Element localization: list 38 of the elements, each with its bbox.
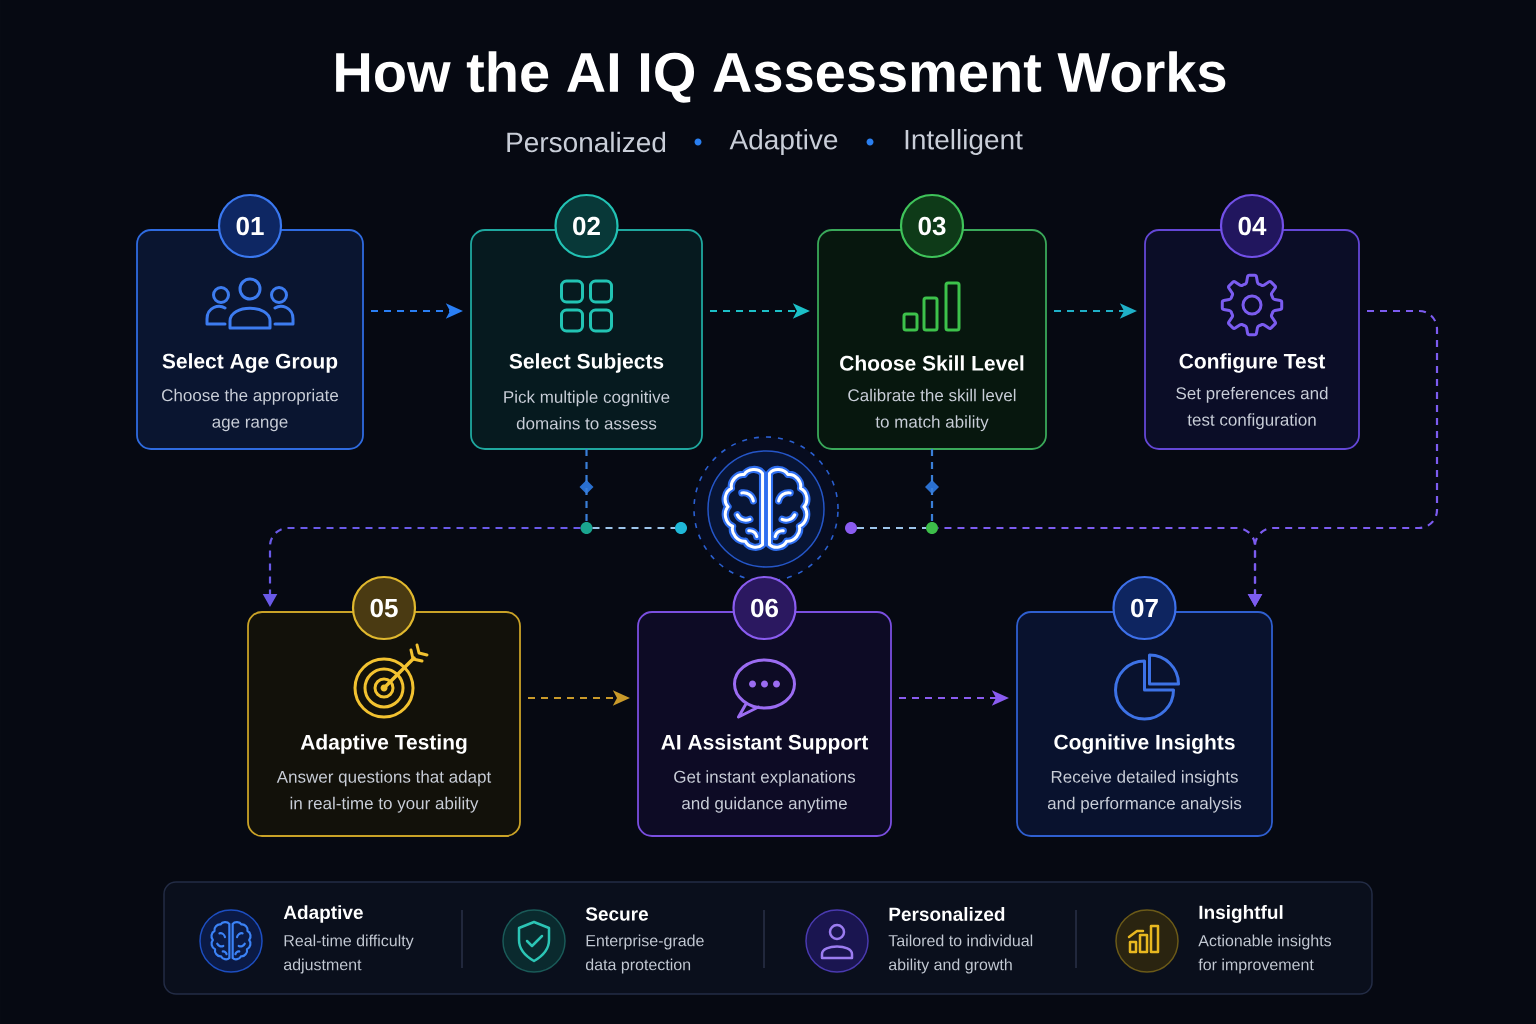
subtitle-text: Intelligent <box>905 128 1023 156</box>
number-badge: 03 <box>899 193 965 259</box>
feature-title: Secure <box>585 907 648 921</box>
number-badge: 07 <box>1112 575 1177 641</box>
step-description: Calibrate the skill level to match ability <box>848 388 1016 432</box>
step-description: Pick multiple cognitive domains to assess <box>504 390 670 430</box>
dashed-connector <box>930 449 934 522</box>
feature-description: Real-time difficulty adjustment <box>283 934 414 974</box>
step-title: Cognitive Insights <box>1054 734 1235 754</box>
step-title: Select Age Group <box>162 353 338 373</box>
step-description: Get instant explanations and guidance anytime <box>674 770 856 813</box>
number-badge: 05 <box>351 575 417 641</box>
step-description: Answer questions that adapt in real-time to your ability <box>276 770 492 813</box>
feature-title: Insightful <box>1199 905 1283 923</box>
step-title: Choose Skill Level <box>840 355 1024 371</box>
step-title: Configure Test <box>1179 353 1326 373</box>
number-badge: 06 <box>732 575 797 641</box>
step-description: Receive detailed insights and performance analysis <box>1047 770 1242 813</box>
number-badge: 01 <box>217 193 283 259</box>
number-badge: 02 <box>554 193 619 259</box>
dashed-connector <box>857 526 926 530</box>
title: How the AI IQ Assessment Works <box>336 51 1226 103</box>
step-title: AI Assistant Support <box>661 734 869 754</box>
step-title: Select Subjects <box>509 353 664 373</box>
step-description: Set preferences and test configuration <box>1176 386 1328 430</box>
feature-description: Enterprise-grade data protection <box>585 934 704 974</box>
dashed-connector <box>585 449 588 522</box>
subtitle-text: Personalized <box>507 131 666 153</box>
subtitle-text: Adaptive <box>729 128 838 156</box>
feature-title: Adaptive <box>283 905 363 923</box>
step-description: Choose the appropriate age range <box>162 388 339 432</box>
feature-description: Actionable insights for improvement <box>1198 934 1332 974</box>
step-title: Adaptive Testing <box>300 734 467 754</box>
feature-panel <box>163 881 1373 995</box>
dashed-connector <box>592 526 675 530</box>
feature-description: Tailored to individual ability and growth <box>888 934 1033 974</box>
number-badge: 04 <box>1219 193 1285 259</box>
feature-title: Personalized <box>889 907 1005 921</box>
